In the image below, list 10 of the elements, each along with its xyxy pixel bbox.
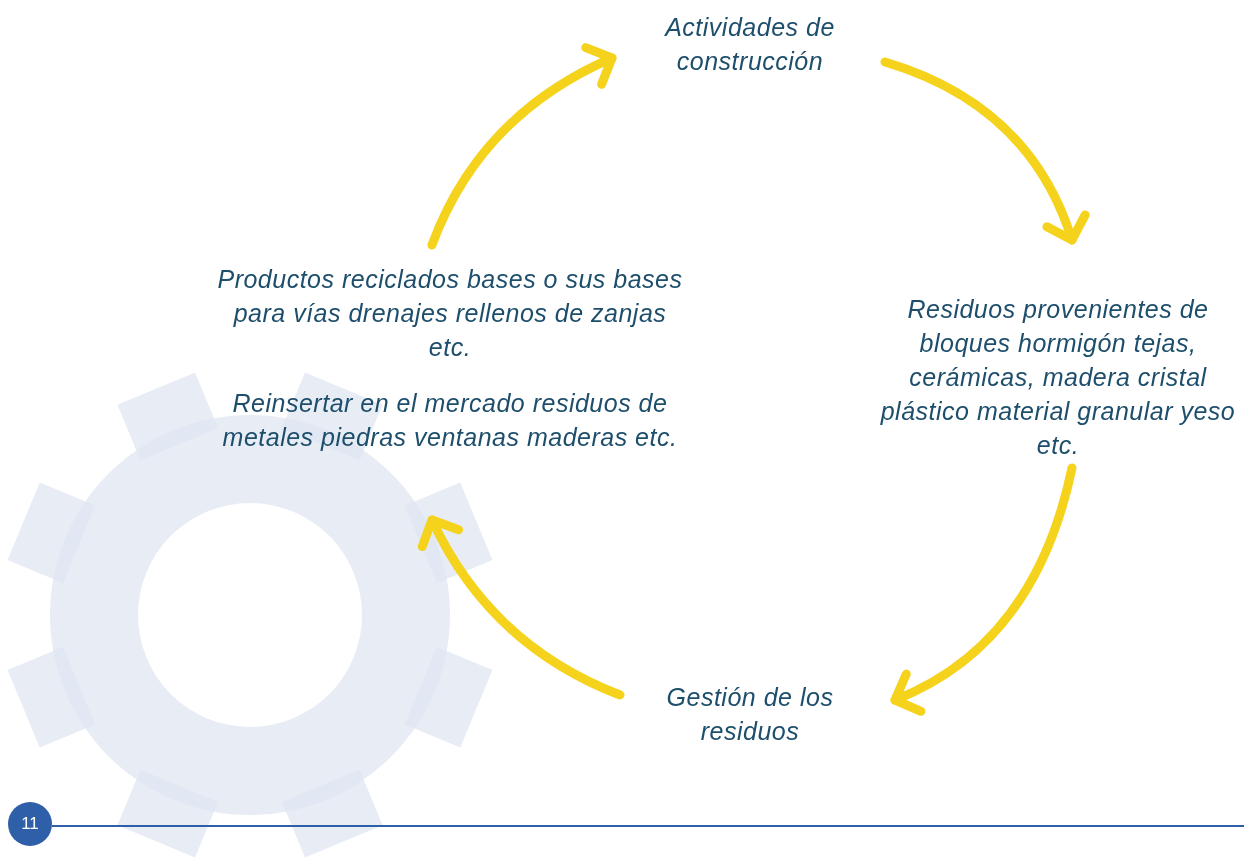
step-text: Gestión de los residuos — [665, 682, 835, 747]
curved-arrow — [880, 57, 1089, 245]
step-text: Actividades de construcción — [663, 12, 836, 77]
curved-arrow — [890, 463, 1077, 715]
page-number: 11 — [8, 802, 52, 846]
step-text: Productos reciclados bases o sus bases para vías drenajes rellenos de zanjas etc. — [216, 264, 684, 363]
step-text: Residuos provenientes de bloques hormigón tejas, cerámicas, madera cristal plástico material granular yeso etc. — [879, 294, 1237, 461]
curved-arrow — [427, 43, 617, 250]
curved-arrow — [418, 515, 625, 700]
step-text: Reinsertar en el mercado residuos de metales piedras ventanas maderas etc. — [221, 388, 679, 453]
